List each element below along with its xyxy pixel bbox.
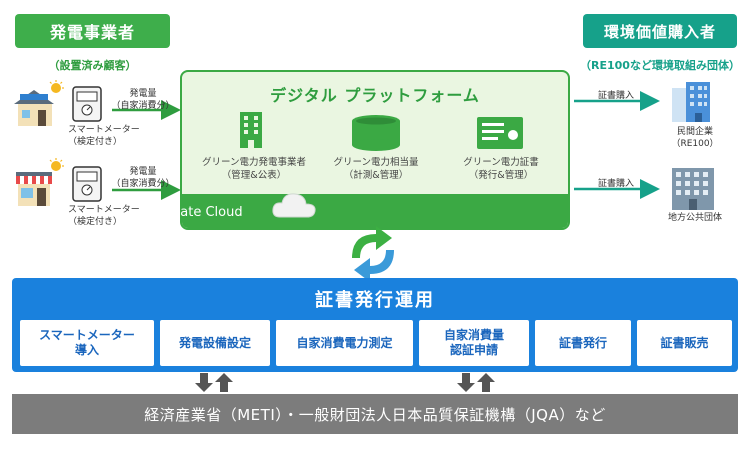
operations-title: 証書発行運用: [315, 290, 435, 311]
company-building-icon: [672, 82, 710, 122]
feature-label-3: グリーン電力証書 （発行&管理）: [463, 157, 539, 181]
flow-label-2: 発電量 （自家消費分）: [111, 167, 175, 189]
generator-subtitle: （設置済み顧客）: [48, 59, 137, 72]
ops-item-certification-request: 自家消費量認証申請: [419, 320, 529, 366]
shop-icon: [16, 158, 64, 206]
authorities-bar: 経済産業省（METI）・一般財団法人日本品質保証機構（JQA）など: [12, 394, 738, 434]
ops-item-smart-meter: スマートメーター導入: [20, 320, 154, 366]
buyer-badge: 環境価値購入者: [583, 14, 737, 48]
platform-title: デジタル プラットフォーム: [270, 86, 480, 105]
house-icon: [14, 80, 64, 126]
government-building-icon: [672, 168, 714, 210]
ops-item-sales: 証書販売: [637, 320, 732, 366]
feature-label-1: グリーン電力発電事業者 （管理&公表）: [201, 157, 307, 181]
buyer-name-1: 民間企業 （RE100）: [671, 127, 719, 149]
meter-label-1: スマートメーター （検定付き）: [68, 125, 140, 147]
ops-item-self-consumption: 自家消費電力測定: [276, 320, 413, 366]
smart-meter-icon: [72, 86, 102, 122]
certificate-icon: [477, 117, 523, 149]
generator-badge: 発電事業者: [15, 14, 170, 48]
flow-label-1: 発電量 （自家消費分）: [111, 89, 175, 111]
purchase-label-2: 証書購入: [598, 179, 635, 189]
sync-arrows-icon: [352, 226, 394, 282]
cloud-icon: [272, 193, 316, 218]
private-cloud-label: Private Cloud: [156, 205, 243, 220]
ops-item-issuance: 証書発行: [535, 320, 631, 366]
ops-item-equipment-setting: 発電設備設定: [160, 320, 270, 366]
purchase-label-1: 証書購入: [598, 91, 635, 101]
meter-label-2: スマートメーター （検定付き）: [68, 205, 140, 227]
buyer-subtitle: （RE100など環境取組み団体）: [580, 59, 740, 72]
exchange-arrows-icon: [457, 373, 495, 392]
platform-footer: [182, 194, 568, 228]
exchange-arrows-icon: [195, 373, 233, 392]
smart-meter-icon: [72, 166, 102, 202]
building-icon: [240, 112, 262, 148]
buyer-name-2: 地方公共団体: [667, 213, 722, 223]
database-icon: [352, 115, 400, 151]
feature-label-2: グリーン電力相当量 （計測&管理）: [333, 157, 419, 181]
